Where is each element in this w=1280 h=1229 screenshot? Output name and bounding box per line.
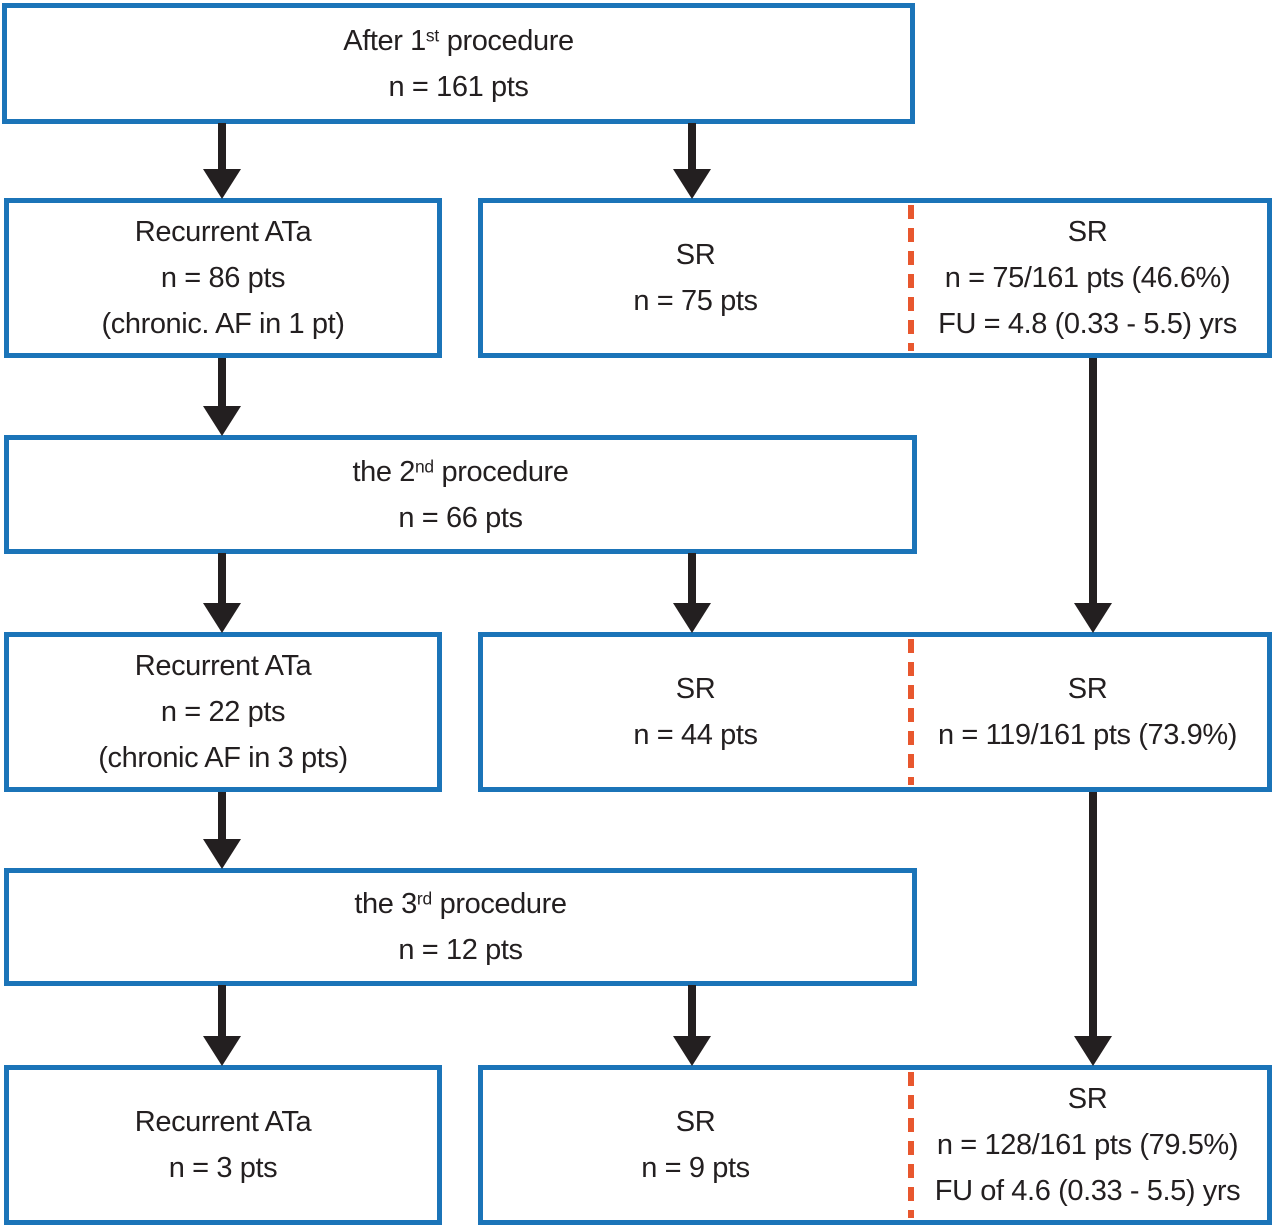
sr3-cumulative-segment: SR n = 128/161 pts (79.5%) FU of 4.6 (0.… bbox=[908, 1070, 1267, 1220]
box-line: n = 161 pts bbox=[388, 70, 529, 103]
sr2-cumulative-segment: SR n = 119/161 pts (73.9%) bbox=[908, 637, 1267, 787]
down-arrow-icon bbox=[203, 123, 241, 199]
box-line: SR bbox=[1067, 216, 1108, 248]
box-line: n = 12 pts bbox=[398, 934, 523, 966]
box-line: FU of 4.6 (0.33 - 5.5) yrs bbox=[934, 1175, 1241, 1207]
box-line: n = 86 pts bbox=[160, 262, 286, 294]
ordinal-superscript: st bbox=[425, 24, 440, 45]
dashed-divider bbox=[908, 639, 914, 785]
box-line: After 1st procedure bbox=[343, 24, 574, 57]
box-line: Recurrent ATa bbox=[134, 650, 312, 682]
down-arrow-icon bbox=[673, 553, 711, 633]
sr1-cumulative-segment: SR n = 75/161 pts (46.6%) FU = 4.8 (0.33… bbox=[908, 203, 1267, 353]
box-3rd-procedure: the 3rd procedure n = 12 pts bbox=[4, 868, 917, 986]
box-line: SR bbox=[675, 673, 716, 705]
sr2-current-segment: SR n = 44 pts bbox=[483, 637, 908, 787]
box-recurrent-ata-1: Recurrent ATa n = 86 pts (chronic. AF in… bbox=[4, 198, 442, 358]
box-line: SR bbox=[675, 239, 716, 271]
box-sr-after-1st: SR n = 75 pts SR n = 75/161 pts (46.6%) … bbox=[478, 198, 1272, 358]
box-line: SR bbox=[1067, 1083, 1108, 1115]
box-2nd-procedure: the 2nd procedure n = 66 pts bbox=[4, 435, 917, 554]
box-line: (chronic AF in 3 pts) bbox=[98, 742, 348, 774]
box-line: n = 128/161 pts (79.5%) bbox=[936, 1129, 1239, 1161]
box-line: n = 75 pts bbox=[633, 285, 758, 317]
box-line: n = 66 pts bbox=[398, 501, 523, 534]
box-line: n = 75/161 pts (46.6%) bbox=[944, 262, 1231, 294]
box-line: the 2nd procedure bbox=[352, 455, 569, 488]
box-recurrent-ata-3: Recurrent ATa n = 3 pts bbox=[4, 1065, 442, 1225]
box-line: FU = 4.8 (0.33 - 5.5) yrs bbox=[938, 308, 1237, 340]
dashed-divider bbox=[908, 1072, 914, 1218]
box-line: n = 22 pts bbox=[160, 696, 286, 728]
sr1-current-segment: SR n = 75 pts bbox=[483, 203, 908, 353]
box-line: Recurrent ATa bbox=[134, 1106, 312, 1138]
down-arrow-icon bbox=[673, 123, 711, 199]
dashed-divider bbox=[908, 205, 914, 351]
sr3-current-segment: SR n = 9 pts bbox=[483, 1070, 908, 1220]
down-arrow-icon bbox=[203, 553, 241, 633]
down-arrow-icon bbox=[203, 792, 241, 869]
ordinal-superscript: rd bbox=[416, 888, 432, 909]
box-line: SR bbox=[675, 1106, 716, 1138]
box-sr-after-3rd: SR n = 9 pts SR n = 128/161 pts (79.5%) … bbox=[478, 1065, 1272, 1225]
box-line: n = 9 pts bbox=[641, 1152, 750, 1184]
down-arrow-icon bbox=[1074, 358, 1112, 633]
down-arrow-icon bbox=[1074, 792, 1112, 1066]
box-recurrent-ata-2: Recurrent ATa n = 22 pts (chronic AF in … bbox=[4, 632, 442, 792]
box-line: SR bbox=[1067, 673, 1108, 705]
box-sr-after-2nd: SR n = 44 pts SR n = 119/161 pts (73.9%) bbox=[478, 632, 1272, 792]
box-line: n = 3 pts bbox=[168, 1152, 278, 1184]
down-arrow-icon bbox=[673, 985, 711, 1066]
box-line: Recurrent ATa bbox=[134, 216, 312, 248]
box-line: n = 119/161 pts (73.9%) bbox=[938, 719, 1237, 751]
down-arrow-icon bbox=[203, 985, 241, 1066]
box-after-1st-procedure: After 1st procedure n = 161 pts bbox=[2, 3, 915, 124]
box-line: the 3rd procedure bbox=[354, 888, 567, 920]
down-arrow-icon bbox=[203, 358, 241, 436]
box-line: n = 44 pts bbox=[633, 719, 758, 751]
ordinal-superscript: nd bbox=[414, 455, 434, 476]
box-line: (chronic. AF in 1 pt) bbox=[101, 308, 345, 340]
